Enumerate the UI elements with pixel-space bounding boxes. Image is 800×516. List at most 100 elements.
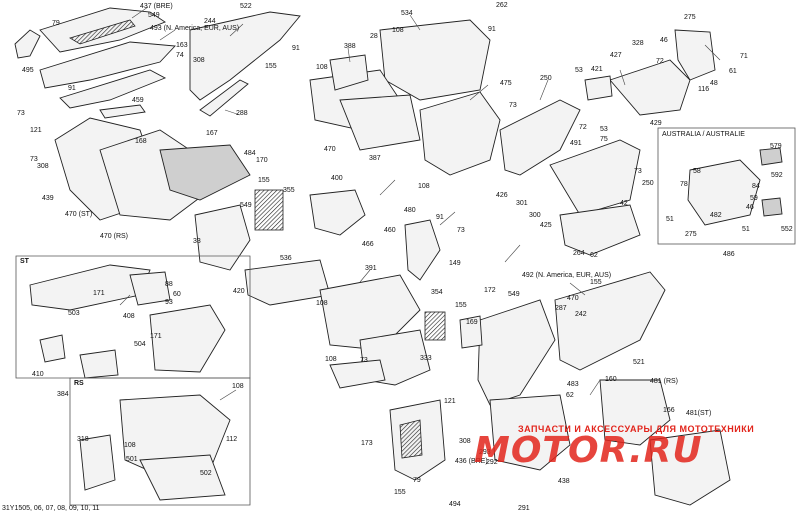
callout: 244 — [204, 18, 216, 25]
part-right-lower-tray — [559, 204, 641, 256]
callout: 73 — [30, 156, 38, 163]
part-center-cowl — [419, 91, 501, 176]
callout: 425 — [540, 222, 552, 229]
callout: 436 (BRE) — [455, 458, 488, 465]
callout: 53 — [600, 126, 608, 133]
callout: 483 — [567, 381, 579, 388]
callout: 73 — [360, 357, 368, 364]
part-front-nose-lower — [59, 69, 167, 109]
callout: 121 — [444, 398, 456, 405]
callout: 60 — [173, 291, 181, 298]
callout: 88 — [165, 281, 173, 288]
callout: 149 — [449, 260, 461, 267]
callout: 494 — [449, 501, 461, 508]
callout: 293 — [479, 449, 491, 456]
callout: 503 — [68, 310, 80, 317]
callout: 73 — [17, 110, 25, 117]
part-underseat-tray — [339, 94, 421, 151]
callout: 58 — [693, 168, 701, 175]
part-right-low-tail — [649, 429, 731, 506]
part-st-bracket — [129, 271, 171, 306]
callout: 420 — [233, 288, 245, 295]
callout: 61 — [729, 68, 737, 75]
callout: 549 — [240, 202, 252, 209]
callout: 168 — [135, 138, 147, 145]
callout: 155 — [265, 63, 277, 70]
callout: 53 — [575, 67, 583, 74]
callout: 28 — [370, 33, 378, 40]
callout: 504 — [134, 341, 146, 348]
part-small-center-panel — [459, 315, 483, 349]
part-vent-inner — [404, 219, 441, 281]
callout: 46 — [660, 37, 668, 44]
callout: 318 — [77, 436, 89, 443]
callout: 51 — [742, 226, 750, 233]
callout: 72 — [656, 58, 664, 65]
callout: 534 — [401, 10, 413, 17]
part-radiator-grill — [254, 189, 284, 231]
callout: 108 — [316, 64, 328, 71]
part-upper-side-panel — [189, 11, 301, 101]
part-aus-plate-lamp — [759, 147, 783, 166]
callout: 549 — [148, 12, 160, 19]
callout: 552 — [781, 226, 793, 233]
callout: 62 — [566, 392, 574, 399]
part-front-nose-mid — [39, 41, 176, 89]
callout: 75 — [600, 136, 608, 143]
callout: 328 — [632, 40, 644, 47]
callout: 173 — [361, 440, 373, 447]
callout: 470 (RS) — [100, 233, 129, 240]
callout: 51 — [666, 216, 674, 223]
callout: 74 — [176, 52, 184, 59]
callout: 155 — [394, 489, 406, 496]
callout: 108 — [392, 27, 404, 34]
callout: 72 — [579, 124, 587, 131]
reference-code: 31Y1505, 06, 07, 08, 09, 10, 11 — [2, 505, 100, 512]
callout: 501 — [126, 456, 138, 463]
callout: 308 — [37, 163, 49, 170]
callout: 429 — [650, 120, 662, 127]
callout: 491 — [570, 140, 582, 147]
callout: 166 — [663, 407, 675, 414]
callout: 79 — [413, 477, 421, 484]
callout: 91 — [488, 26, 496, 33]
callout: 84 — [752, 183, 760, 190]
callout: 579 — [770, 143, 782, 150]
part-rs-small-left — [79, 434, 116, 491]
callout: 79 — [52, 20, 60, 27]
callout: 308 — [193, 57, 205, 64]
callout: 121 — [30, 127, 42, 134]
callout: 470 (ST) — [65, 211, 93, 218]
part-aus-reflector — [761, 197, 783, 217]
callout: 155 — [258, 177, 270, 184]
callout: 160 — [605, 376, 617, 383]
callout: 108 — [232, 383, 244, 390]
callout: 112 — [226, 436, 238, 443]
part-seat-cover-left — [329, 54, 369, 91]
callout: 481(ST) — [686, 410, 712, 417]
callout: 427 — [610, 52, 622, 59]
callout: 475 — [500, 80, 512, 87]
callout: 333 — [420, 355, 432, 362]
callout: 78 — [680, 181, 688, 188]
callout: 480 — [404, 207, 416, 214]
part-lower-left-bracket — [244, 259, 331, 306]
callout: 33 — [193, 238, 201, 245]
callout: 384 — [57, 391, 69, 398]
part-lower-belly-panel — [489, 394, 571, 471]
callout: 460 — [384, 227, 396, 234]
section-australia-label: AUSTRALIA / AUSTRALIE — [662, 131, 745, 138]
callout: 264 — [573, 250, 585, 257]
callout: 91 — [292, 45, 300, 52]
callout: 288 — [236, 110, 248, 117]
callout: 108 — [316, 300, 328, 307]
callout: 171 — [150, 333, 162, 340]
part-right-mid-side-panel — [477, 299, 556, 406]
callout: 262 — [496, 2, 508, 9]
callout: 437 (BRE) — [140, 3, 173, 10]
callout: 400 — [331, 175, 343, 182]
part-rs-lower-fairing — [139, 454, 226, 501]
callout: 291 — [518, 505, 530, 512]
callout: 387 — [369, 155, 381, 162]
